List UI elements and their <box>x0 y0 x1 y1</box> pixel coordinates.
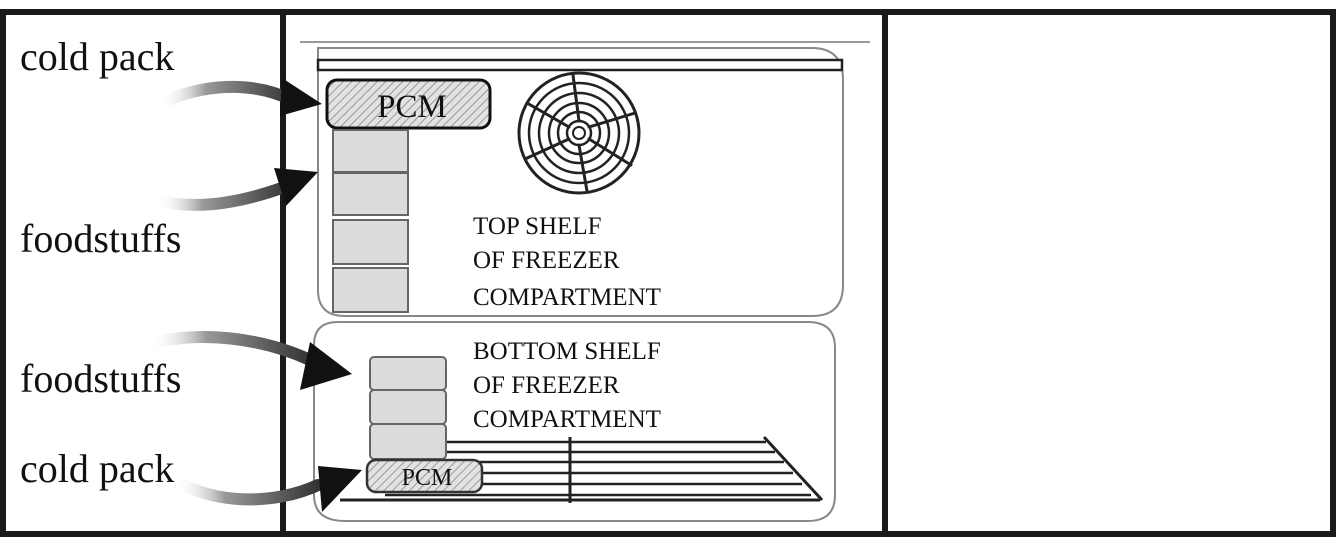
arrow-cold-pack-bottom <box>169 466 362 512</box>
fan-icon <box>517 71 641 195</box>
food-box <box>369 389 447 425</box>
pcm-pack-bottom: PCM <box>365 458 484 494</box>
food-box <box>369 423 447 460</box>
food-stack-bottom <box>369 356 447 460</box>
label-cold-pack-bottom: cold pack <box>20 446 174 491</box>
top-shelf-box <box>317 47 844 317</box>
top-shelf-line3: COMPARTMENT <box>473 284 661 311</box>
arrow-cold-pack-top <box>154 78 322 116</box>
food-box <box>332 267 409 313</box>
top-shelf-rail <box>316 58 844 72</box>
arrow-foodstuffs-bottom <box>144 331 352 390</box>
label-foodstuffs-bottom: foodstuffs <box>20 356 181 401</box>
bottom-shelf-box <box>313 321 836 522</box>
svg-text:PCM: PCM <box>377 89 447 125</box>
food-box <box>332 172 409 216</box>
arrow-foodstuffs-top <box>150 168 318 211</box>
wire-rack <box>340 435 824 503</box>
top-shelf-line1: TOP SHELF <box>473 213 602 240</box>
arrows <box>144 78 362 512</box>
outer-frame <box>0 9 1336 537</box>
label-foodstuffs-top: foodstuffs <box>20 216 181 261</box>
food-box <box>332 219 409 265</box>
bottom-shelf-line2: OF FREEZER <box>473 372 620 399</box>
label-cold-pack-top: cold pack <box>20 34 174 79</box>
food-box <box>332 129 409 173</box>
pcm-pack-top: PCM <box>325 78 492 130</box>
bottom-shelf-line1: BOTTOM SHELF <box>473 338 661 365</box>
food-stack-top <box>332 129 409 313</box>
food-box <box>369 356 447 391</box>
top-shelf-line2: OF FREEZER <box>473 247 620 274</box>
bottom-shelf-line3: COMPARTMENT <box>473 406 661 433</box>
svg-text:PCM: PCM <box>402 465 453 491</box>
